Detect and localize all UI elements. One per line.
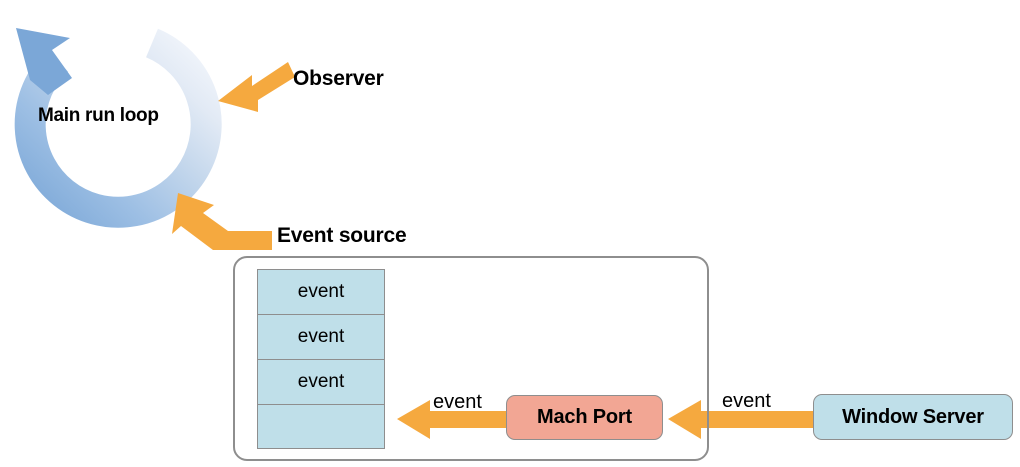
mach-port-node[interactable]: Mach Port: [506, 395, 663, 440]
event-source-arrow: [172, 193, 272, 250]
queue-cell[interactable]: event: [257, 359, 385, 404]
ring-arrowhead: [16, 28, 72, 95]
queue-cell[interactable]: event: [257, 269, 385, 314]
queue-cell[interactable]: event: [257, 314, 385, 359]
window-server-to-mach-port-arrow: [668, 400, 813, 439]
window-server-node[interactable]: Window Server: [813, 394, 1013, 440]
arrow-label-mach-to-queue: event: [433, 391, 482, 413]
container-outline: [233, 256, 709, 461]
event-queue: event event event: [257, 269, 385, 449]
arrow-label-server-to-mach: event: [722, 390, 771, 412]
queue-cell-empty[interactable]: [257, 404, 385, 449]
event-source-label: Event source: [277, 224, 407, 247]
ring-stroke: [14, 28, 222, 228]
observer-arrow: [218, 62, 295, 112]
observer-label: Observer: [293, 67, 384, 90]
mach-port-to-queue-arrow: [397, 400, 506, 439]
main-run-loop-label: Main run loop: [38, 105, 159, 126]
